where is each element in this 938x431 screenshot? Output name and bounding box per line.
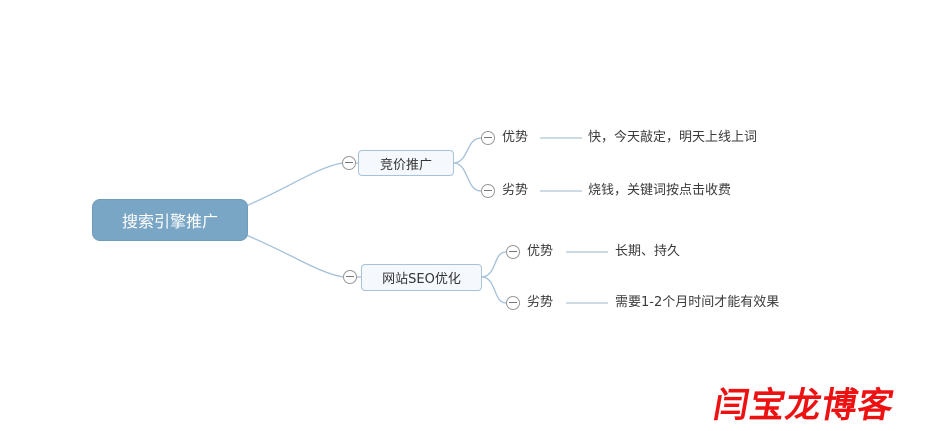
root-node-label: 搜索引擎推广 [121,212,218,231]
child-node-label: 竞价推广 [379,157,432,173]
child-node-website-seo[interactable]: 网站SEO优化 [361,264,482,291]
root-node-search-engine-promotion[interactable]: 搜索引擎推广 [92,199,248,241]
branch-label-seo-cons[interactable]: 劣势 [527,295,554,310]
leaf-text-bidding-pros[interactable]: 快，今天敲定，明天上线上词 [588,130,758,145]
connector-root-to-seo [245,234,344,278]
collapse-minus-icon-bidding-cons[interactable] [481,184,495,198]
child-node-label: 网站SEO优化 [382,272,461,287]
branch-label-bidding-pros[interactable]: 优势 [502,130,529,145]
connector-bidding-to-cons [453,162,482,192]
connector-bidding-to-pros [453,137,482,164]
branch-label-bidding-cons[interactable]: 劣势 [502,183,529,198]
leaf-text-seo-cons[interactable]: 需要1-2个月时间才能有效果 [615,295,780,310]
collapse-minus-icon-seo-pros[interactable] [506,245,520,259]
connector-seo-to-cons [481,276,507,304]
connector-root-to-bidding [245,162,343,207]
watermark-yanbaolong-blog: 闫宝龙博客 [710,386,898,426]
collapse-minus-icon-bidding-pros[interactable] [481,131,495,145]
child-node-bidding-promotion[interactable]: 竞价推广 [358,150,454,176]
collapse-minus-icon-bidding[interactable] [342,156,356,170]
leaf-text-bidding-cons[interactable]: 烧钱，关键词按点击收费 [588,183,732,198]
collapse-minus-icon-seo[interactable] [343,270,357,284]
collapse-minus-icon-seo-cons[interactable] [506,296,520,310]
leaf-text-seo-pros[interactable]: 长期、持久 [615,244,681,259]
branch-label-seo-pros[interactable]: 优势 [527,244,554,259]
connector-seo-to-pros [481,251,507,278]
